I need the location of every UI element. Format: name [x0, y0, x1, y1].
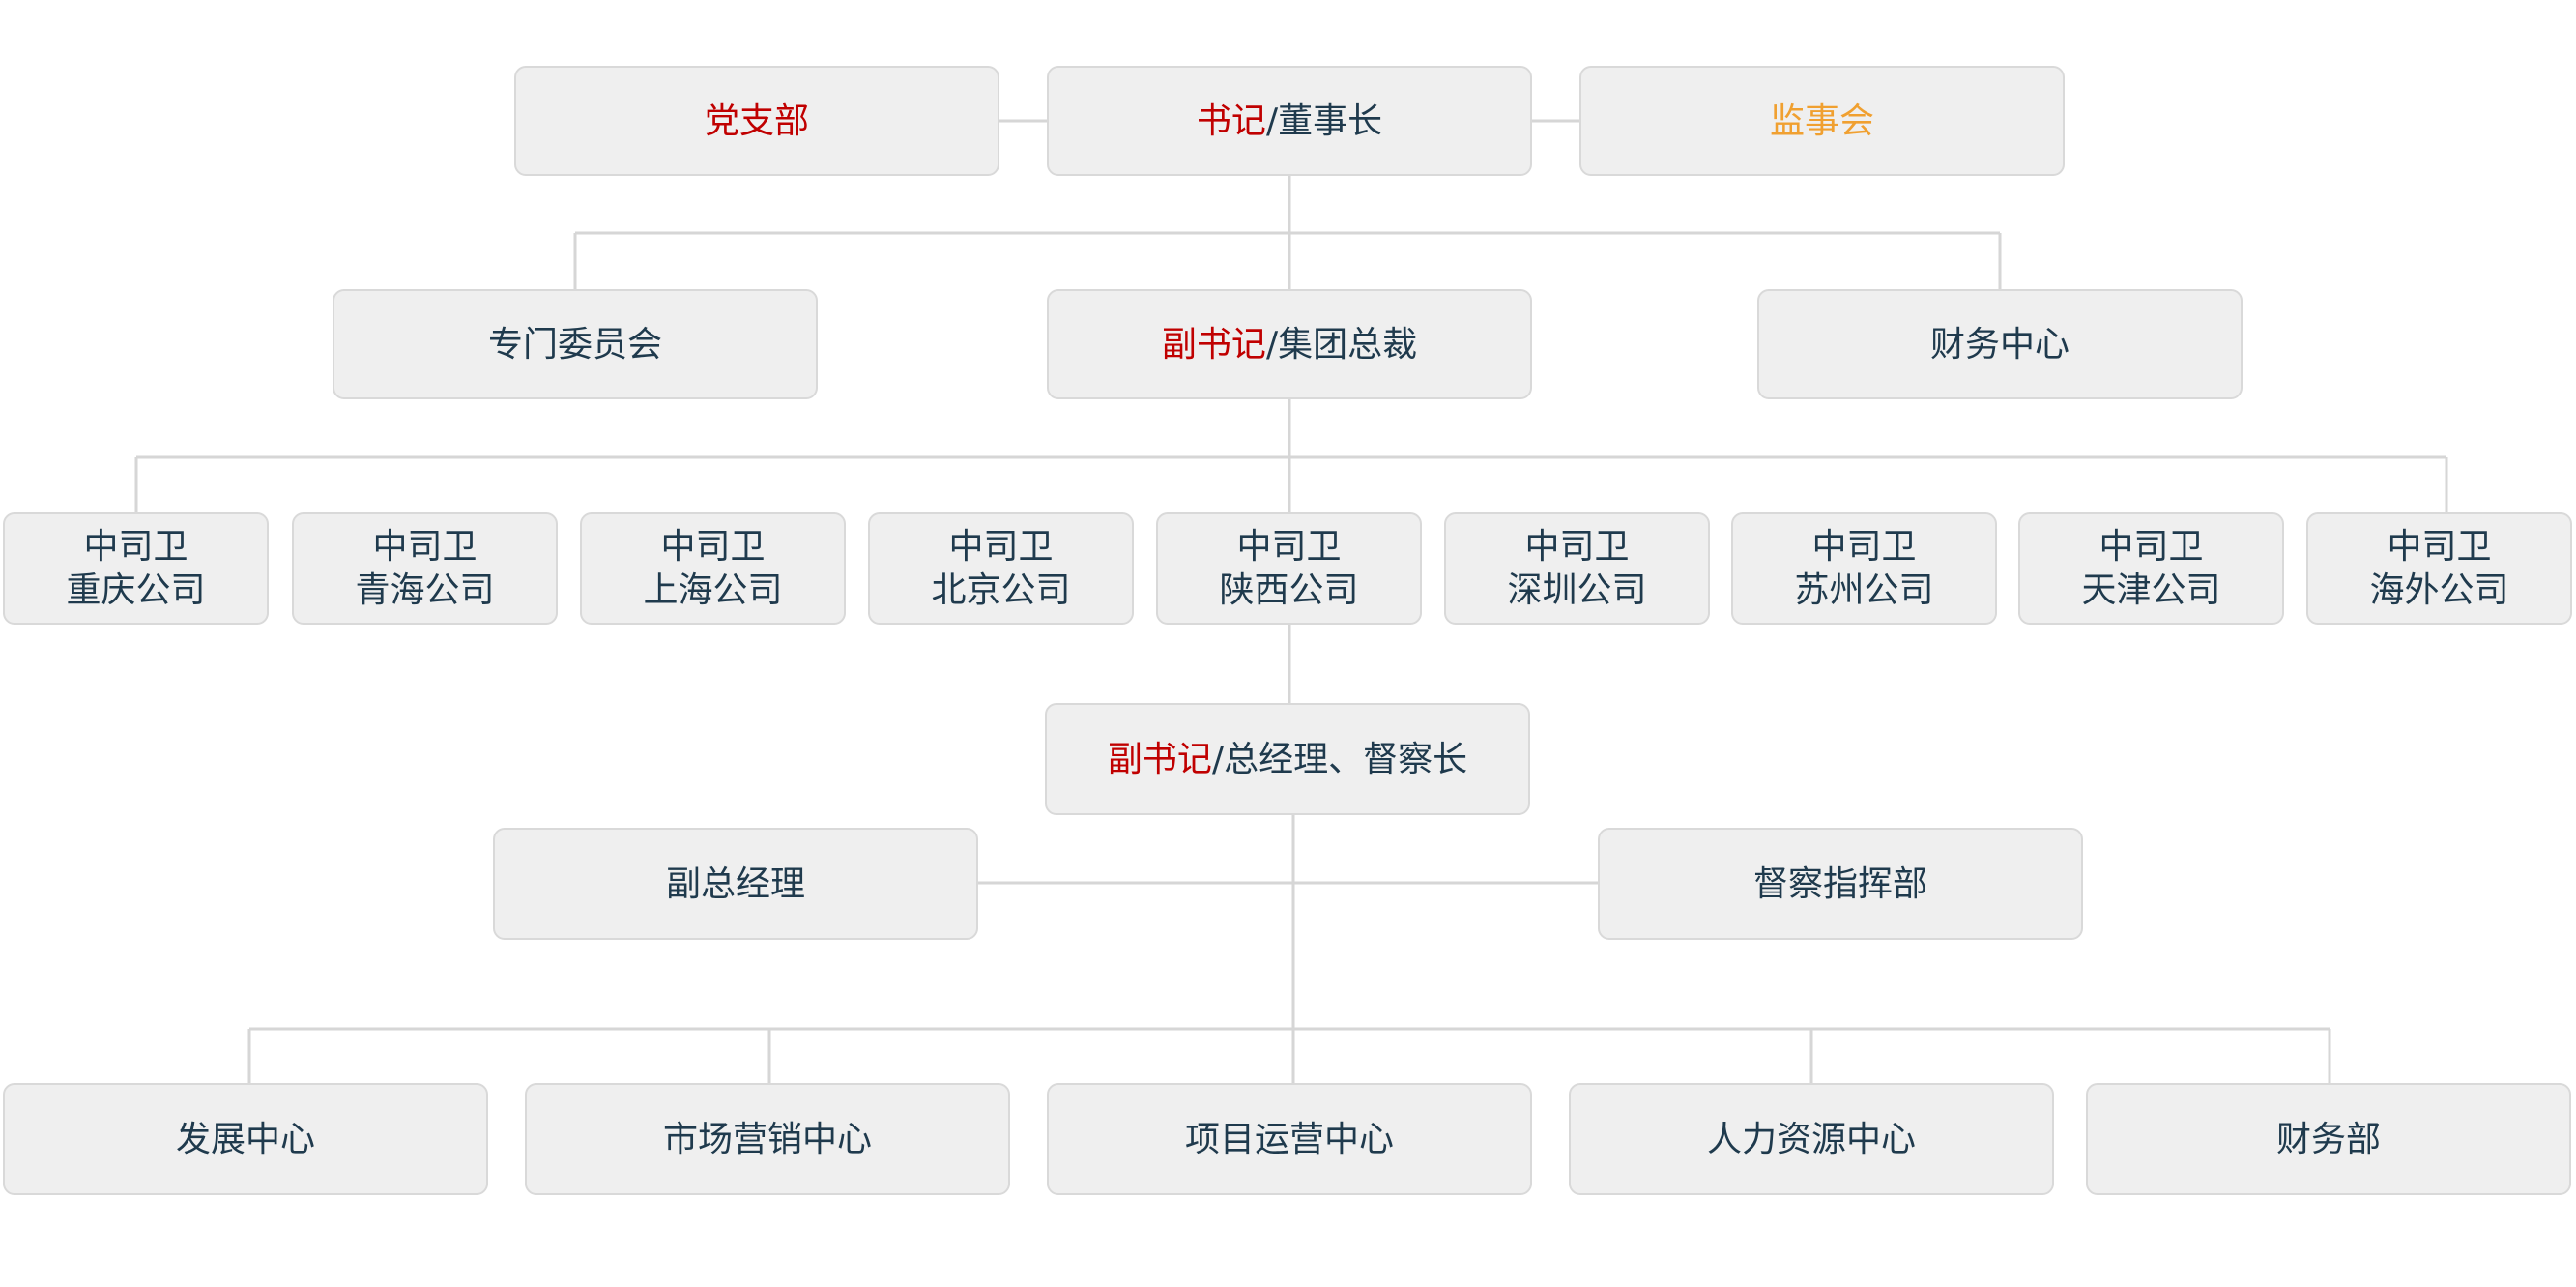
branch-name: 陕西公司: [1219, 570, 1359, 610]
dept-label: 项目运营中心: [1184, 1119, 1394, 1159]
group-president-title: /集团总裁: [1265, 324, 1418, 365]
secretary-chairman-label: 书记/董事长: [1197, 100, 1382, 143]
secretary-chairman-box: 书记/董事长: [1047, 66, 1532, 176]
deputy-secretary-title: 副书记: [1161, 324, 1266, 365]
branch-name: 苏州公司: [1794, 570, 1934, 610]
party-branch-label: 党支部: [704, 101, 809, 141]
branch-brand: 中司卫: [2387, 527, 2492, 567]
general-manager-label: 副书记/总经理、督察长: [1108, 738, 1467, 781]
dept-development-box: 发展中心: [3, 1083, 488, 1195]
branch-brand: 中司卫: [2098, 527, 2204, 567]
finance-center-box: 财务中心: [1757, 289, 2243, 399]
special-committee-box: 专门委员会: [333, 289, 818, 399]
branch-overseas-box: 中司卫 海外公司: [2306, 512, 2572, 625]
branch-brand: 中司卫: [948, 527, 1054, 567]
branch-brand: 中司卫: [1811, 527, 1917, 567]
branch-name: 青海公司: [355, 570, 495, 610]
dept-finance-box: 财务部: [2086, 1083, 2571, 1195]
supervisory-board-label: 监事会: [1769, 101, 1874, 141]
special-committee-label: 专门委员会: [487, 324, 662, 365]
finance-center-label: 财务中心: [1929, 324, 2069, 365]
vice-general-manager-label: 副总经理: [665, 863, 805, 904]
branch-name: 天津公司: [2081, 570, 2221, 610]
branch-tianjin-box: 中司卫 天津公司: [2018, 512, 2284, 625]
branch-brand: 中司卫: [83, 527, 188, 567]
dept-label: 发展中心: [175, 1119, 315, 1159]
party-branch-box: 党支部: [514, 66, 999, 176]
branch-name: 重庆公司: [66, 570, 206, 610]
supervisory-board-box: 监事会: [1579, 66, 2065, 176]
branch-shaanxi-box: 中司卫 陕西公司: [1156, 512, 1422, 625]
vice-general-manager-box: 副总经理: [493, 828, 978, 940]
inspection-command-label: 督察指挥部: [1752, 863, 1927, 904]
dept-label: 财务部: [2275, 1119, 2381, 1159]
branch-brand: 中司卫: [372, 527, 478, 567]
general-manager-box: 副书记/总经理、督察长: [1045, 703, 1530, 815]
branch-suzhou-box: 中司卫 苏州公司: [1731, 512, 1997, 625]
branch-qinghai-box: 中司卫 青海公司: [292, 512, 558, 625]
branch-shenzhen-box: 中司卫 深圳公司: [1444, 512, 1710, 625]
branch-beijing-box: 中司卫 北京公司: [868, 512, 1134, 625]
branch-name: 上海公司: [643, 570, 783, 610]
dept-label: 市场营销中心: [662, 1119, 872, 1159]
secretary-title: 书记: [1196, 101, 1266, 141]
branch-brand: 中司卫: [1236, 527, 1342, 567]
dept-label: 人力资源中心: [1706, 1119, 1916, 1159]
dept-marketing-box: 市场营销中心: [525, 1083, 1010, 1195]
branch-name: 深圳公司: [1507, 570, 1647, 610]
branch-name: 海外公司: [2369, 570, 2509, 610]
deputy-secretary-president-label: 副书记/集团总裁: [1162, 323, 1417, 366]
branch-brand: 中司卫: [1524, 527, 1630, 567]
inspection-command-box: 督察指挥部: [1598, 828, 2083, 940]
dept-operations-box: 项目运营中心: [1047, 1083, 1532, 1195]
branch-chongqing-box: 中司卫 重庆公司: [3, 512, 269, 625]
gm-deputy-secretary-title: 副书记: [1107, 739, 1212, 779]
deputy-secretary-president-box: 副书记/集团总裁: [1047, 289, 1532, 399]
gm-title: /总经理、督察长: [1211, 739, 1468, 779]
chairman-title: /董事长: [1265, 101, 1383, 141]
branch-name: 北京公司: [931, 570, 1071, 610]
branch-brand: 中司卫: [660, 527, 766, 567]
branch-shanghai-box: 中司卫 上海公司: [580, 512, 846, 625]
dept-hr-box: 人力资源中心: [1569, 1083, 2054, 1195]
